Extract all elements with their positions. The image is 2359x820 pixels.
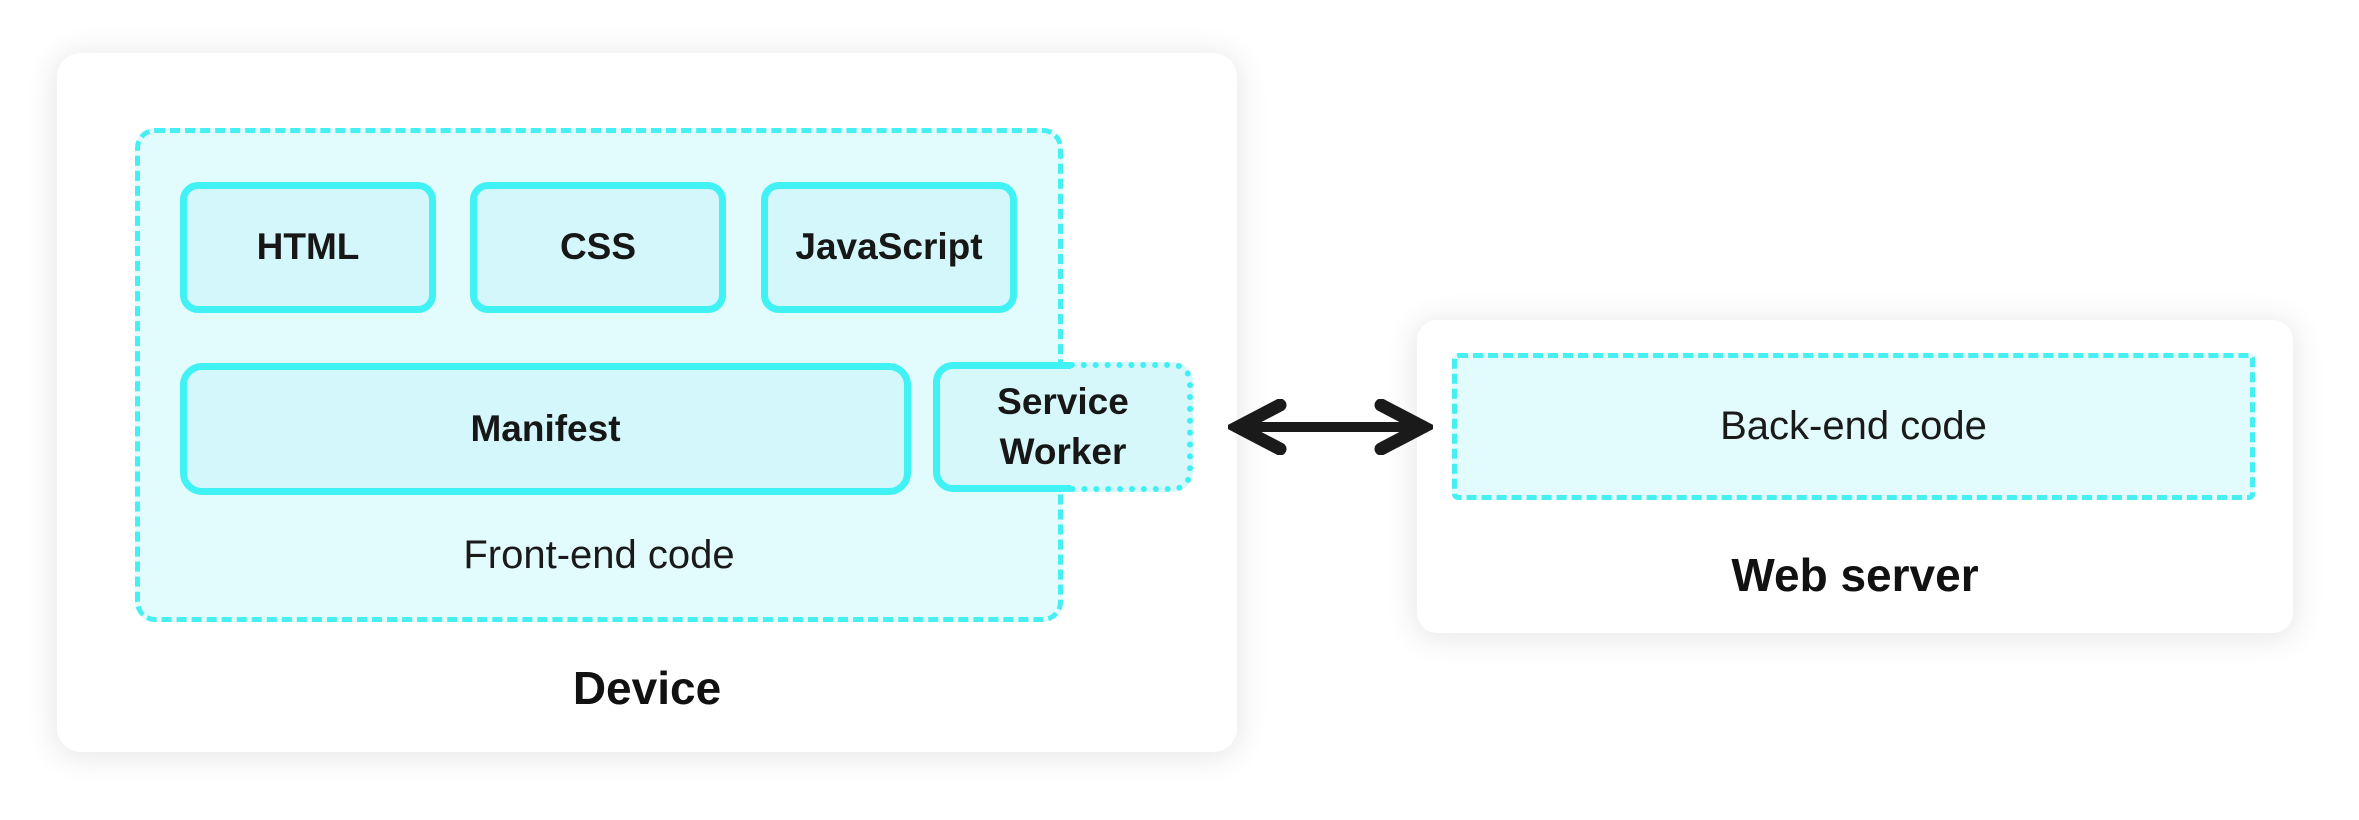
frontend-code-group: HTML CSS JavaScript Manifest Front-end c… (135, 128, 1063, 622)
web-server-card: Back-end code Web server (1417, 320, 2293, 633)
javascript-box: JavaScript (761, 182, 1017, 313)
css-box-label: CSS (559, 226, 637, 268)
manifest-box: Manifest (180, 363, 911, 495)
device-card-title: Device (572, 662, 722, 714)
backend-code-box: Back-end code (1452, 353, 2255, 500)
backend-code-label: Back-end code (1720, 404, 1987, 448)
frontend-code-label: Front-end code (463, 533, 735, 577)
css-box: CSS (470, 182, 726, 313)
service-worker-label: Service Worker (997, 381, 1129, 472)
html-box: HTML (180, 182, 436, 313)
bidirectional-arrow-icon (1223, 398, 1438, 456)
device-card: HTML CSS JavaScript Manifest Front-end c… (57, 53, 1237, 752)
service-worker-box: Service Worker (933, 362, 1193, 492)
javascript-box-label: JavaScript (795, 226, 983, 268)
device-server-connection (1223, 398, 1438, 456)
web-server-title: Web server (1731, 549, 1979, 601)
html-box-label: HTML (256, 226, 360, 268)
manifest-box-label: Manifest (470, 407, 621, 449)
